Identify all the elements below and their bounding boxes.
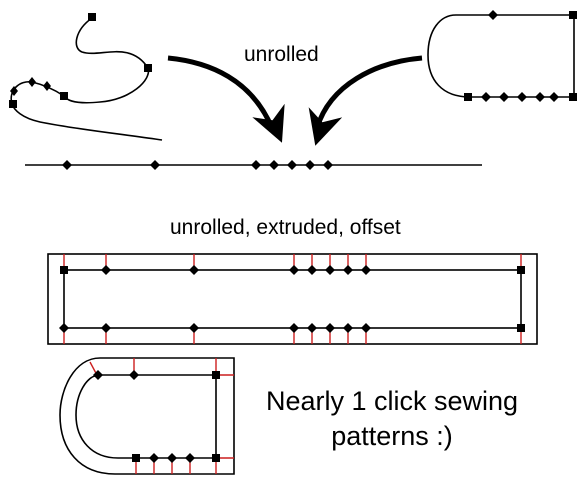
curved-arrow-icon <box>167 55 285 143</box>
extruded-markers <box>59 265 525 333</box>
square-icon <box>60 92 68 100</box>
note-line-1: Nearly 1 click sewing <box>265 386 519 416</box>
diamond-icon <box>150 160 160 170</box>
diamond-icon <box>189 323 199 333</box>
diamond-icon <box>361 323 371 333</box>
source-curve-left <box>10 17 163 141</box>
diamond-icon <box>343 265 353 275</box>
note-label: Nearly 1 click sewing patterns :) <box>252 384 532 454</box>
diamond-icon <box>307 323 317 333</box>
diamond-icon <box>488 10 498 20</box>
unrolled-line <box>25 160 482 170</box>
square-icon <box>132 454 140 462</box>
diamond-icon <box>289 323 299 333</box>
diamond-icon <box>101 265 111 275</box>
square-icon <box>88 13 96 21</box>
diamond-icon <box>325 323 335 333</box>
diamond-icon <box>251 160 261 170</box>
diamond-icon <box>43 81 51 91</box>
diamond-icon <box>307 265 317 275</box>
diamond-icon <box>535 92 545 102</box>
square-icon <box>464 93 472 101</box>
unrolled-label: unrolled <box>244 43 319 66</box>
note-line-2: patterns :) <box>331 421 453 451</box>
diamond-icon <box>499 92 509 102</box>
square-icon <box>9 100 17 108</box>
diamond-icon <box>287 160 297 170</box>
diamond-icon <box>361 265 371 275</box>
square-icon <box>569 93 577 101</box>
diamond-icon <box>185 453 195 463</box>
diamond-icon <box>325 265 335 275</box>
diamond-icon <box>59 323 69 333</box>
source-curve-right <box>427 14 575 98</box>
extruded-pattern <box>47 253 538 345</box>
diamond-icon <box>305 160 315 170</box>
diamond-icon <box>167 453 177 463</box>
diamond-icon <box>269 160 279 170</box>
diamond-icon <box>189 265 199 275</box>
square-icon <box>517 324 525 332</box>
square-icon <box>212 454 220 462</box>
diamond-icon <box>549 92 559 102</box>
source-curve-left-markers <box>9 13 152 108</box>
square-icon <box>144 64 152 72</box>
diamond-icon <box>323 160 333 170</box>
square-icon <box>212 371 220 379</box>
diamond-icon <box>129 370 139 380</box>
u-markers <box>93 370 220 463</box>
square-icon <box>569 11 577 19</box>
diamond-icon <box>62 160 72 170</box>
diamond-icon <box>481 92 491 102</box>
diamond-icon <box>101 323 111 333</box>
diamond-icon <box>517 92 527 102</box>
diamond-icon <box>10 86 18 96</box>
square-icon <box>517 266 525 274</box>
diamond-icon <box>149 453 159 463</box>
u-pattern <box>59 357 235 475</box>
extruded-offset-label: unrolled, extruded, offset <box>170 216 401 239</box>
diamond-icon <box>343 323 353 333</box>
diamond-icon <box>289 265 299 275</box>
square-icon <box>60 266 68 274</box>
diamond-icon <box>93 370 103 380</box>
curved-arrow-icon <box>308 55 423 146</box>
source-curve-right-markers <box>464 10 577 102</box>
diamond-icon <box>28 77 36 87</box>
